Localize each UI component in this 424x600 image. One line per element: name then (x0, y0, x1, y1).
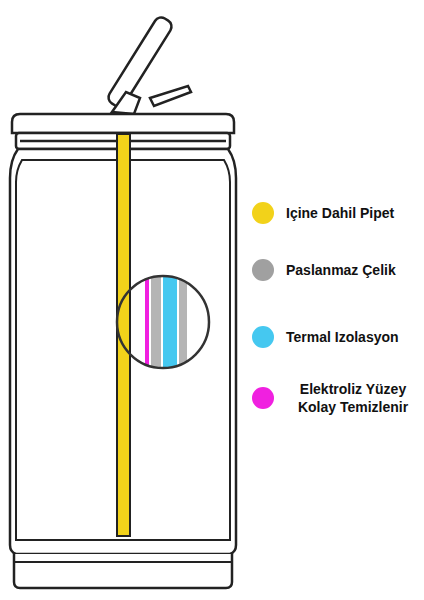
legend-swatch (252, 202, 274, 224)
legend-item: Paslanmaz Çelik (252, 259, 417, 281)
legend-item: Içine Dahil Pipet (252, 202, 417, 224)
zoom-insulation-layer (163, 270, 177, 380)
zoom-outline (117, 276, 209, 368)
lid-top (12, 114, 234, 133)
legend-item: Termal Izolasyon (252, 326, 420, 348)
legend-item: Elektroliz Yüzey Kolay Temizlenir (252, 380, 420, 416)
zoom-steel-layer (151, 270, 161, 380)
legend-swatch (252, 326, 274, 348)
zoom-detail (110, 270, 209, 380)
zoom-straw (110, 270, 130, 380)
legend-label: Içine Dahil Pipet (286, 204, 394, 222)
legend-swatch (252, 259, 274, 281)
base-line (14, 561, 232, 563)
legend-swatch (252, 387, 274, 409)
zoom-straw-edge (129, 270, 131, 380)
bottle-base (14, 554, 232, 588)
legend-label: Paslanmaz Çelik (286, 261, 396, 279)
lid-lever (150, 86, 191, 106)
legend-label: Termal Izolasyon (286, 328, 399, 346)
mouthpiece-hinge (112, 92, 140, 114)
straw-mouthpiece (106, 15, 191, 114)
legend-label: Elektroliz Yüzey Kolay Temizlenir (286, 380, 420, 416)
